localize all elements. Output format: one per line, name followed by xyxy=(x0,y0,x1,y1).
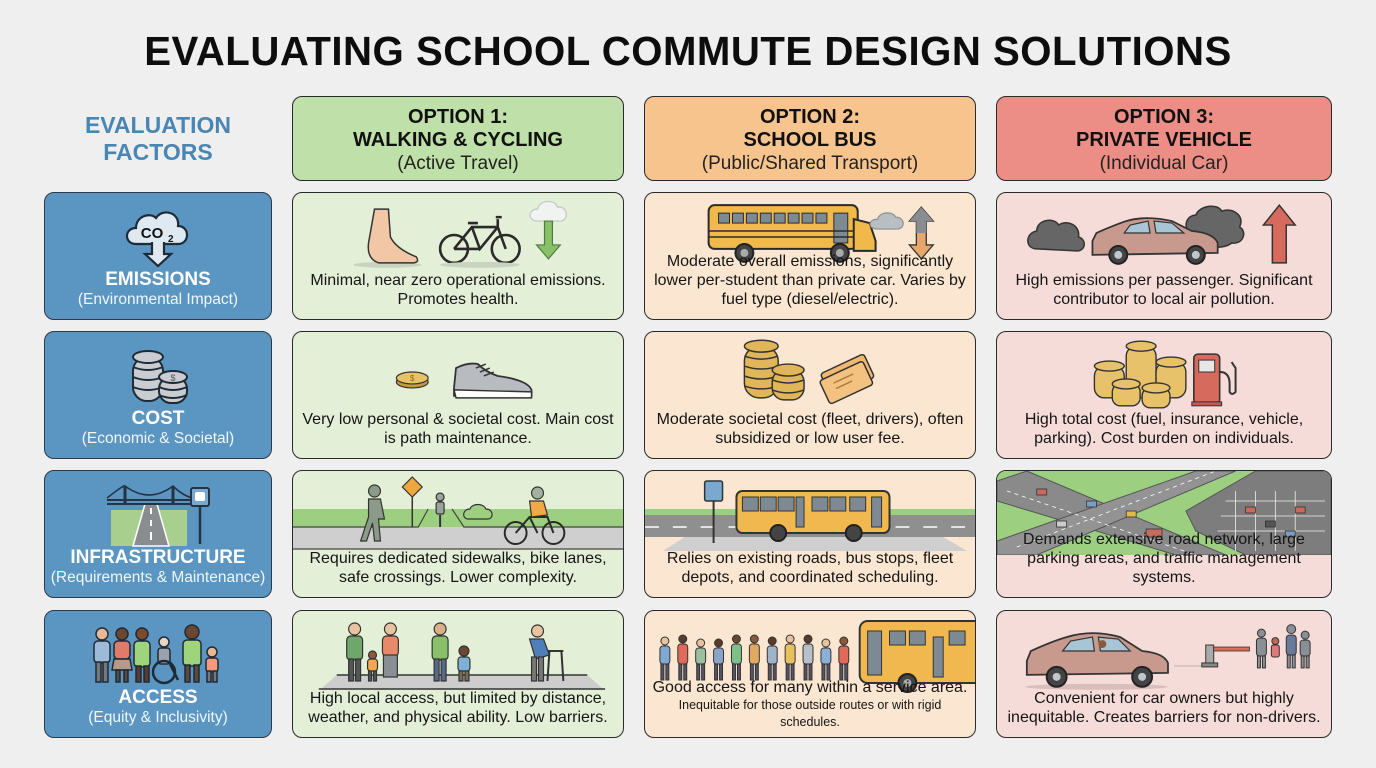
option-title: SCHOOL BUS xyxy=(743,129,877,151)
cell-description: Moderate societal cost (fleet, drivers),… xyxy=(656,411,964,447)
cell-infrastructure-car: Demands extensive road network, large pa… xyxy=(996,470,1332,598)
cell-access-car: Convenient for car owners but highly ine… xyxy=(996,610,1332,738)
diverse-people-icon xyxy=(45,619,271,691)
option-subtitle: (Active Travel) xyxy=(397,153,519,174)
coins-tickets-icon xyxy=(743,339,875,405)
factor-emissions: CO 2 EMISSIONS (Environmental Impact) xyxy=(44,192,272,320)
cell-description: High local access, but limited by distan… xyxy=(308,690,608,726)
students-boarding-bus-icon xyxy=(659,620,975,693)
option-title: WALKING & CYCLING xyxy=(353,129,563,151)
factor-subtitle: (Economic & Societal) xyxy=(81,430,235,447)
option-label: OPTION 1: xyxy=(407,106,508,128)
coin-sneaker-icon: $ xyxy=(395,362,533,399)
factor-name: COST xyxy=(131,408,185,429)
coin-piles-fuel-pump-icon xyxy=(1093,340,1237,409)
option-subtitle: (Public/Shared Transport) xyxy=(701,153,919,174)
factor-infrastructure: INFRASTRUCTURE (Requirements & Maintenan… xyxy=(44,470,272,598)
factors-heading: EVALUATION FACTORS xyxy=(44,112,272,166)
option-3-header: OPTION 3: PRIVATE VEHICLE (Individual Ca… xyxy=(996,96,1332,181)
cell-description-main: Good access for many within a service ar… xyxy=(652,679,968,696)
cell-emissions-car: High emissions per passenger. Significan… xyxy=(996,192,1332,320)
option-label: OPTION 2: xyxy=(759,106,860,128)
cell-description: Convenient for car owners but highly ine… xyxy=(1007,690,1321,726)
cell-description-note: Inequitable for those outside routes or … xyxy=(678,698,942,729)
family-walker-icon xyxy=(318,622,606,690)
factor-name: ACCESS xyxy=(118,687,198,708)
factor-name: EMISSIONS xyxy=(105,269,211,290)
cell-description: Requires dedicated sidewalks, bike lanes… xyxy=(309,550,607,586)
option-title: PRIVATE VEHICLE xyxy=(1076,129,1252,151)
factor-name: INFRASTRUCTURE xyxy=(70,547,246,568)
option-label: OPTION 3: xyxy=(1113,106,1214,128)
cell-description: Good access for many within a service ar… xyxy=(651,678,969,731)
cell-cost-car: High total cost (fuel, insurance, vehicl… xyxy=(996,331,1332,459)
cell-infrastructure-bus: Relies on existing roads, bus stops, fle… xyxy=(644,470,976,598)
sidewalk-bike-lane-icon xyxy=(293,476,623,550)
svg-text:$: $ xyxy=(170,373,175,383)
option-1-header: OPTION 1: WALKING & CYCLING (Active Trav… xyxy=(292,96,624,181)
cell-emissions-bus: Moderate overall emissions, significantl… xyxy=(644,192,976,320)
bus-stop-road-icon xyxy=(645,480,975,551)
factor-subtitle: (Equity & Inclusivity) xyxy=(88,709,228,726)
foot-bicycle-icon xyxy=(353,200,567,268)
factors-heading-line2: FACTORS xyxy=(103,139,213,165)
cell-description: Very low personal & societal cost. Main … xyxy=(302,411,614,447)
svg-text:CO: CO xyxy=(141,225,164,242)
factor-subtitle: (Environmental Impact) xyxy=(77,291,239,308)
factor-cost: $ COST (Economic & Societal) xyxy=(44,331,272,459)
factor-access: ACCESS (Equity & Inclusivity) xyxy=(44,610,272,738)
cell-description: High total cost (fuel, insurance, vehicl… xyxy=(1024,411,1304,447)
school-bus-icon xyxy=(707,204,935,263)
bridge-road-icon xyxy=(45,479,271,551)
page-title: EVALUATING SCHOOL COMMUTE DESIGN SOLUTIO… xyxy=(144,28,1232,74)
highway-parking-icon xyxy=(997,471,1331,555)
coins-icon: $ xyxy=(45,340,271,412)
option-2-header: OPTION 2: SCHOOL BUS (Public/Shared Tran… xyxy=(644,96,976,181)
car-smoke-icon xyxy=(1027,203,1297,265)
svg-text:$: $ xyxy=(410,374,415,383)
co2-cloud-icon: CO 2 xyxy=(45,201,271,273)
cell-description: Moderate overall emissions, significantl… xyxy=(654,253,966,308)
option-subtitle: (Individual Car) xyxy=(1099,153,1229,174)
cell-description: Minimal, near zero operational emissions… xyxy=(310,272,606,308)
cell-description: Relies on existing roads, bus stops, fle… xyxy=(666,550,954,586)
factors-heading-line1: EVALUATION xyxy=(84,112,232,138)
cell-infrastructure-walking: Requires dedicated sidewalks, bike lanes… xyxy=(292,470,624,598)
cell-description: Demands extensive road network, large pa… xyxy=(1023,531,1305,586)
cell-emissions-walking: Minimal, near zero operational emissions… xyxy=(292,192,624,320)
cell-access-bus: Good access for many within a service ar… xyxy=(644,610,976,738)
factor-subtitle: (Requirements & Maintenance) xyxy=(50,569,266,586)
cell-access-walking: High local access, but limited by distan… xyxy=(292,610,624,738)
cell-cost-bus: Moderate societal cost (fleet, drivers),… xyxy=(644,331,976,459)
cell-description: High emissions per passenger. Significan… xyxy=(1015,272,1313,308)
car-barrier-people-icon xyxy=(1024,624,1311,690)
cell-cost-walking: $ Very low personal & societal cost. Mai… xyxy=(292,331,624,459)
svg-text:2: 2 xyxy=(168,234,174,245)
